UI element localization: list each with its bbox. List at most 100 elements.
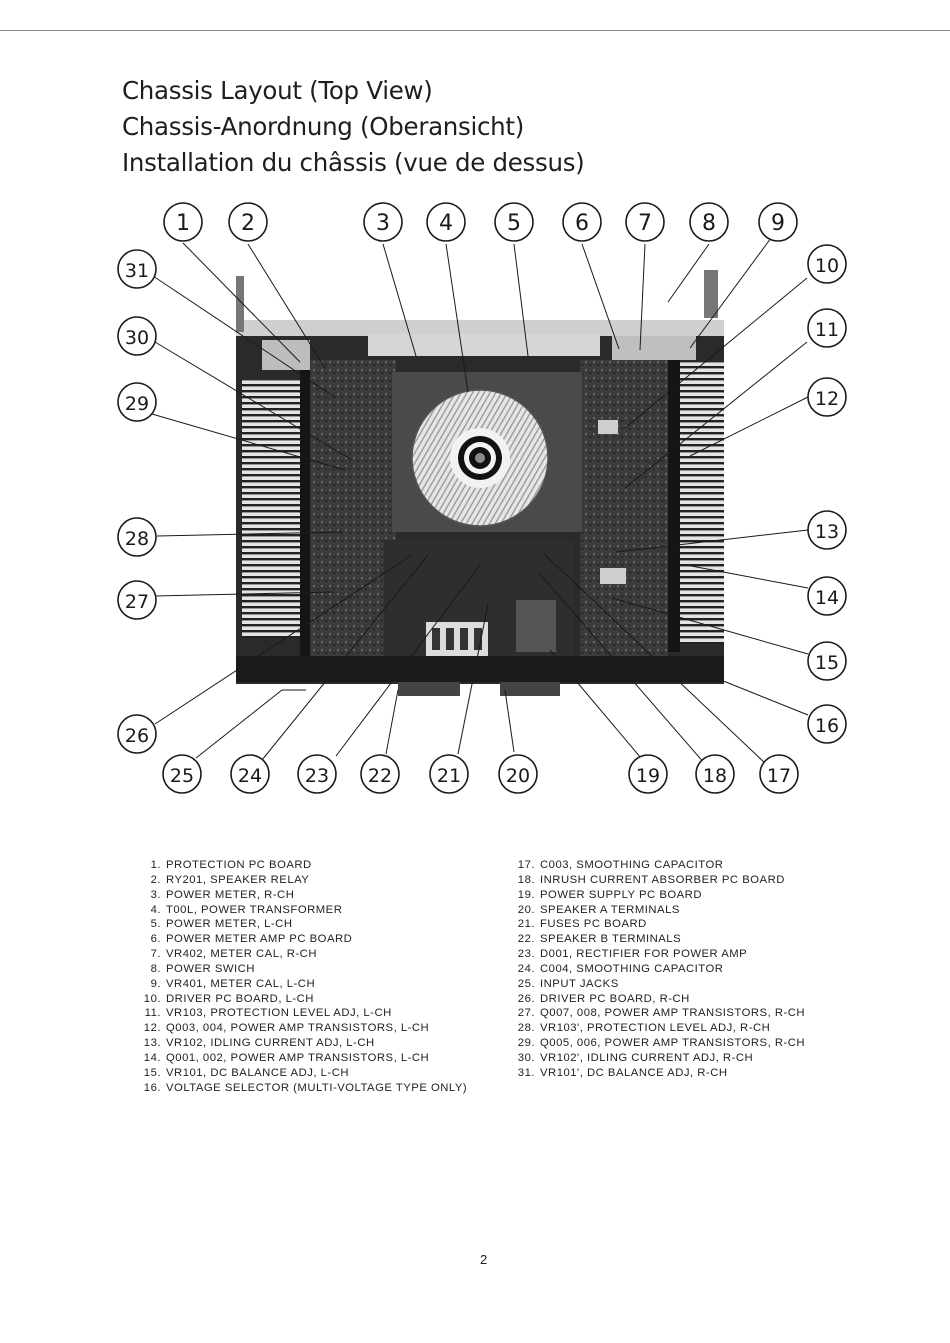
callout-1: 1 bbox=[163, 202, 203, 242]
legend-item: 28.VR103', PROTECTION LEVEL ADJ, R-CH bbox=[511, 1021, 805, 1036]
callout-circle bbox=[628, 754, 668, 794]
callout-circle bbox=[807, 510, 847, 550]
legend-item: 23.D001, RECTIFIER FOR POWER AMP bbox=[511, 947, 805, 962]
legend-text: VOLTAGE SELECTOR (MULTI-VOLTAGE TYPE ONL… bbox=[166, 1081, 468, 1094]
callout-circle bbox=[228, 202, 268, 242]
legend-item: 11.VR103, PROTECTION LEVEL ADJ, L-CH bbox=[137, 1006, 467, 1021]
callout-circle bbox=[498, 754, 538, 794]
legend-text: VR402, METER CAL, R-CH bbox=[166, 948, 317, 961]
legend-number: 21. bbox=[517, 918, 535, 931]
legend-text: RY201, SPEAKER RELAY bbox=[166, 873, 310, 886]
callout-number: 12 bbox=[815, 388, 839, 410]
legend-item: 1.PROTECTION PC BOARD bbox=[137, 858, 467, 873]
callout-14: 14 bbox=[807, 576, 847, 616]
callout-circle bbox=[363, 202, 403, 242]
legend-item: 29.Q005, 006, POWER AMP TRANSISTORS, R-C… bbox=[511, 1036, 805, 1051]
callout-13: 13 bbox=[807, 510, 847, 550]
title-block: Chassis Layout (Top View) Chassis-Anordn… bbox=[122, 73, 585, 181]
legend-number: 14. bbox=[143, 1051, 161, 1064]
legend-item: 24.C004, SMOOTHING CAPACITOR bbox=[511, 962, 805, 977]
legend-item: 16.VOLTAGE SELECTOR (MULTI-VOLTAGE TYPE … bbox=[137, 1081, 467, 1096]
callout-number: 18 bbox=[703, 765, 727, 787]
callout-number: 10 bbox=[815, 255, 839, 277]
callout-circle bbox=[429, 754, 469, 794]
callout-28: 28 bbox=[117, 517, 157, 557]
legend-text: INRUSH CURRENT ABSORBER PC BOARD bbox=[540, 873, 785, 886]
callout-12: 12 bbox=[807, 377, 847, 417]
callout-25: 25 bbox=[162, 754, 202, 794]
callout-circle bbox=[807, 308, 847, 348]
legend-item: 18.INRUSH CURRENT ABSORBER PC BOARD bbox=[511, 873, 805, 888]
legend-text: DRIVER PC BOARD, L-CH bbox=[166, 992, 314, 1005]
callout-number: 1 bbox=[176, 211, 190, 236]
legend-number: 26. bbox=[517, 992, 535, 1005]
callout-27: 27 bbox=[117, 580, 157, 620]
legend-number: 20. bbox=[517, 903, 535, 916]
callout-number: 25 bbox=[170, 765, 194, 787]
callout-circle bbox=[163, 202, 203, 242]
legend-number: 8. bbox=[150, 962, 161, 975]
callout-24: 24 bbox=[230, 754, 270, 794]
legend-number: 22. bbox=[517, 933, 535, 946]
legend-text: SPEAKER B TERMINALS bbox=[540, 933, 682, 946]
legend-item: 12.Q003, 004, POWER AMP TRANSISTORS, L-C… bbox=[137, 1021, 467, 1036]
callout-circle bbox=[689, 202, 729, 242]
callout-5: 5 bbox=[494, 202, 534, 242]
callout-number: 28 bbox=[125, 528, 149, 550]
callout-circle bbox=[360, 754, 400, 794]
legend-text: D001, RECTIFIER FOR POWER AMP bbox=[540, 948, 748, 961]
legend-number: 28. bbox=[517, 1022, 535, 1035]
legend-number: 4. bbox=[150, 903, 161, 916]
legend-text: FUSES PC BOARD bbox=[540, 918, 647, 931]
legend-number: 17. bbox=[517, 859, 535, 871]
callout-number: 13 bbox=[815, 521, 839, 543]
callout-19: 19 bbox=[628, 754, 668, 794]
callout-number: 20 bbox=[506, 765, 530, 787]
title-french: Installation du châssis (vue de dessus) bbox=[122, 148, 585, 177]
callout-circle bbox=[117, 249, 157, 289]
legend-text: POWER METER AMP PC BOARD bbox=[166, 933, 353, 946]
callout-2: 2 bbox=[228, 202, 268, 242]
legend-item: 5.POWER METER, L-CH bbox=[137, 917, 467, 932]
title-english: Chassis Layout (Top View) bbox=[122, 76, 433, 105]
legend-text: POWER METER, R-CH bbox=[166, 888, 295, 901]
callout-22: 22 bbox=[360, 754, 400, 794]
callout-circle bbox=[230, 754, 270, 794]
callout-15: 15 bbox=[807, 641, 847, 681]
legend-number: 10. bbox=[143, 992, 161, 1005]
callout-number: 27 bbox=[125, 591, 149, 613]
legend-item: 17.C003, SMOOTHING CAPACITOR bbox=[511, 858, 805, 873]
callout-circle bbox=[807, 244, 847, 284]
legend-number: 11. bbox=[144, 1007, 161, 1020]
legend-item: 30.VR102', IDLING CURRENT ADJ, R-CH bbox=[511, 1051, 805, 1066]
legend-number: 5. bbox=[150, 918, 161, 931]
legend-number: 7. bbox=[150, 948, 161, 961]
legend-text: PROTECTION PC BOARD bbox=[166, 859, 312, 871]
callout-number: 9 bbox=[771, 211, 785, 236]
legend-item: 3.POWER METER, R-CH bbox=[137, 888, 467, 903]
callout-circle bbox=[695, 754, 735, 794]
callout-number: 21 bbox=[437, 765, 461, 787]
callout-circle bbox=[117, 382, 157, 422]
legend-number: 2. bbox=[150, 873, 161, 886]
callout-3: 3 bbox=[363, 202, 403, 242]
legend-number: 29. bbox=[517, 1037, 535, 1050]
callout-number: 7 bbox=[638, 211, 652, 236]
callout-number: 22 bbox=[368, 765, 392, 787]
callout-number: 8 bbox=[702, 211, 716, 236]
callout-10: 10 bbox=[807, 244, 847, 284]
legend-item: 31.VR101', DC BALANCE ADJ, R-CH bbox=[511, 1066, 805, 1081]
callout-number: 19 bbox=[636, 765, 660, 787]
legend-number: 19. bbox=[517, 888, 535, 901]
callout-21: 21 bbox=[429, 754, 469, 794]
callout-circle bbox=[562, 202, 602, 242]
callout-circle bbox=[807, 377, 847, 417]
legend-text: T00L, POWER TRANSFORMER bbox=[166, 903, 343, 916]
legend-item: 25.INPUT JACKS bbox=[511, 977, 805, 992]
callout-number: 6 bbox=[575, 211, 589, 236]
callout-number: 23 bbox=[305, 765, 329, 787]
legend-text: Q007, 008, POWER AMP TRANSISTORS, R-CH bbox=[540, 1007, 806, 1020]
legend-text: VR102', IDLING CURRENT ADJ, R-CH bbox=[540, 1051, 754, 1064]
callout-18: 18 bbox=[695, 754, 735, 794]
